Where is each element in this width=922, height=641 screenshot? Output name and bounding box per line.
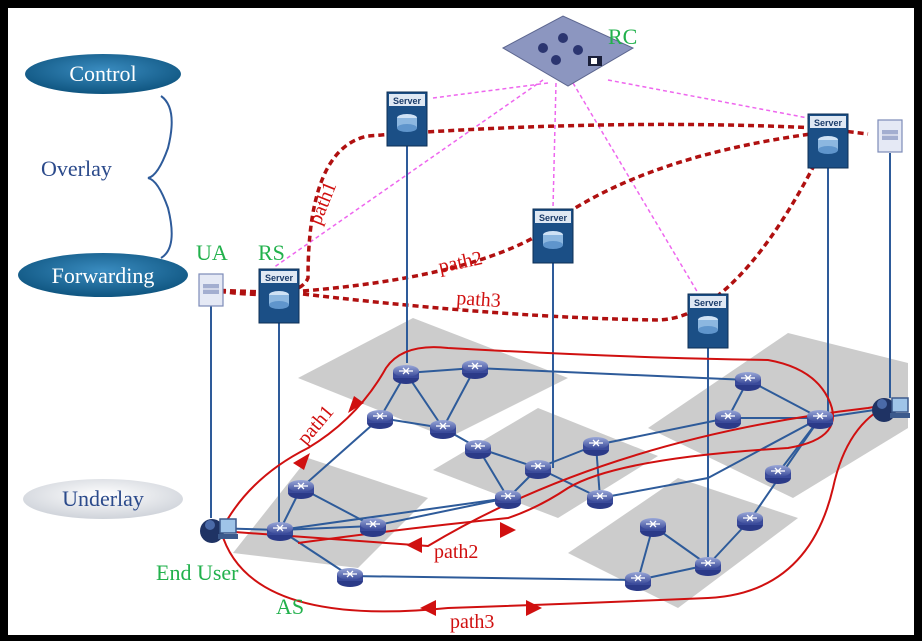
router-icon (464, 439, 492, 460)
overlay-paths (209, 122, 869, 322)
overlay-brace (147, 95, 173, 259)
underlay-path1 (220, 346, 834, 544)
control-pill (25, 54, 181, 94)
overlay-path2 (302, 131, 819, 293)
server-icon (532, 208, 574, 264)
domain-5 (568, 478, 798, 608)
router-icon (714, 409, 742, 430)
overlay-path1-label: path1 (304, 178, 341, 227)
overlay-path3 (302, 147, 825, 322)
underlay-path3-label: path3 (450, 611, 494, 633)
server-icon (386, 91, 428, 147)
path3-arrow-right (526, 600, 542, 616)
rc-label: RC (608, 24, 637, 49)
router-icon (429, 419, 457, 440)
router-icon (736, 511, 764, 532)
computer-user-icon (199, 518, 239, 544)
path1-arrow-left (293, 453, 310, 470)
underlay-path1-label: path1 (293, 401, 338, 449)
router-icon (461, 359, 489, 380)
user-agent-icon (198, 273, 224, 307)
overlay-label: Overlay (41, 156, 112, 181)
router-icon (582, 436, 610, 457)
forwarding-pill (18, 253, 188, 297)
control-link (572, 82, 699, 294)
as-label: AS (276, 594, 304, 619)
control-link (432, 82, 549, 99)
router-icon (806, 409, 834, 430)
control-link (552, 82, 557, 209)
router-icon (694, 556, 722, 577)
server-icon (807, 113, 849, 169)
router-icon (624, 571, 652, 592)
overlay-path1 (209, 122, 869, 297)
path1-arrow-right (348, 396, 364, 413)
rs-label: RS (258, 240, 285, 265)
diagram-frame: Server (6, 6, 916, 637)
vertical-links (210, 128, 891, 563)
underlay-pill (23, 479, 183, 519)
domain-1 (298, 318, 568, 438)
forwarding-label: Forwarding (52, 263, 155, 288)
controller-icon (501, 15, 635, 87)
overlay-ua-rs (209, 288, 294, 295)
network-diagram: Server (18, 15, 911, 633)
router-icon (524, 459, 552, 480)
control-label: Control (69, 61, 136, 86)
path-arrows (293, 396, 542, 616)
router-icon (764, 464, 792, 485)
control-link (607, 79, 809, 119)
path3-arrow-left (420, 600, 436, 616)
legend: Control Forwarding Overlay Underlay (18, 54, 188, 519)
server-icon (687, 293, 729, 349)
router-icon (336, 567, 364, 588)
underlay-label: Underlay (62, 486, 144, 511)
path2-arrow-right (500, 522, 516, 538)
router-icon (639, 517, 667, 538)
overlay-path3-label: path3 (456, 287, 502, 312)
router-icon (266, 521, 294, 542)
router-icon (287, 479, 315, 500)
underlay-path3 (220, 400, 899, 613)
underlay-path2-label: path2 (434, 541, 478, 563)
router-icon (392, 364, 420, 385)
overlay-path2-label: path2 (436, 247, 484, 278)
router-icon (734, 371, 762, 392)
server-icon (258, 268, 300, 324)
user-agent-icon (877, 119, 903, 153)
ua-label: UA (196, 240, 228, 265)
router-icon (586, 489, 614, 510)
router-icon (366, 409, 394, 430)
end-user-label: End User (156, 560, 239, 585)
path2-arrow-left (406, 537, 422, 553)
router-icon (359, 517, 387, 538)
router-icon (494, 489, 522, 510)
